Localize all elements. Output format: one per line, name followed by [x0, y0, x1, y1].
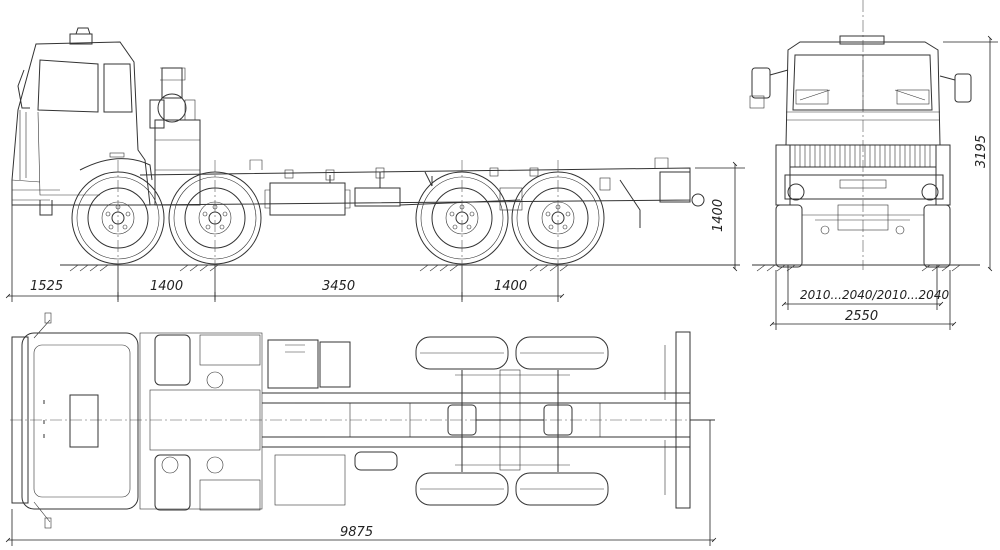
engine-compartment — [139, 332, 263, 511]
dim-overall-height: 3195 — [974, 135, 989, 168]
headlight-right — [921, 183, 939, 201]
cab-roof-hatch-top — [69, 394, 99, 448]
air-tank — [354, 187, 401, 207]
cab-door-window — [37, 59, 99, 113]
side-view-dimension-lines — [5, 160, 745, 302]
dim-frame-height: 1400 — [711, 199, 726, 232]
front-roof-hatch — [839, 35, 885, 45]
dim-wheelbase-mid: 3450 — [322, 279, 355, 294]
rear-tires-top — [415, 336, 609, 506]
front-mirrors — [749, 67, 972, 109]
dim-front-overhang: 1525 — [30, 279, 63, 294]
chassis-frame — [139, 157, 705, 228]
headlight-left — [787, 183, 805, 201]
dim-track: 2010...2040/2010...2040 — [800, 288, 949, 302]
dim-wheelbase-front: 1400 — [150, 279, 183, 294]
behind-cab-equipment — [149, 67, 201, 206]
side-view: 1525 1400 3450 1400 1400 — [5, 27, 745, 302]
front-bumper — [784, 174, 944, 200]
top-view: 9875 — [5, 312, 717, 548]
tow-hook — [691, 193, 705, 207]
front-view: 3195 2010...2040/2010...2040 2550 — [749, 0, 998, 330]
dim-wheelbase-rear: 1400 — [494, 279, 527, 294]
dim-overall-length: 9875 — [340, 525, 373, 540]
front-fender — [79, 158, 153, 181]
rear-light-panel — [659, 171, 691, 203]
ground-hatch — [69, 264, 569, 272]
dim-overall-width: 2550 — [845, 309, 878, 324]
frame-rails-top — [262, 331, 715, 509]
cab-roof-hatch — [69, 33, 93, 45]
cab-top — [21, 332, 139, 510]
fuel-tank-top — [267, 339, 398, 506]
windshield — [792, 54, 933, 111]
fuel-tank — [269, 182, 346, 216]
side-mirror — [17, 69, 30, 109]
cab-body — [11, 41, 151, 206]
front-bumper-top — [11, 336, 29, 504]
cab-rear-window — [103, 63, 133, 113]
rear-mudguard-bracket — [619, 179, 641, 228]
cab-step — [39, 200, 53, 216]
rear-axles-top — [447, 369, 573, 472]
